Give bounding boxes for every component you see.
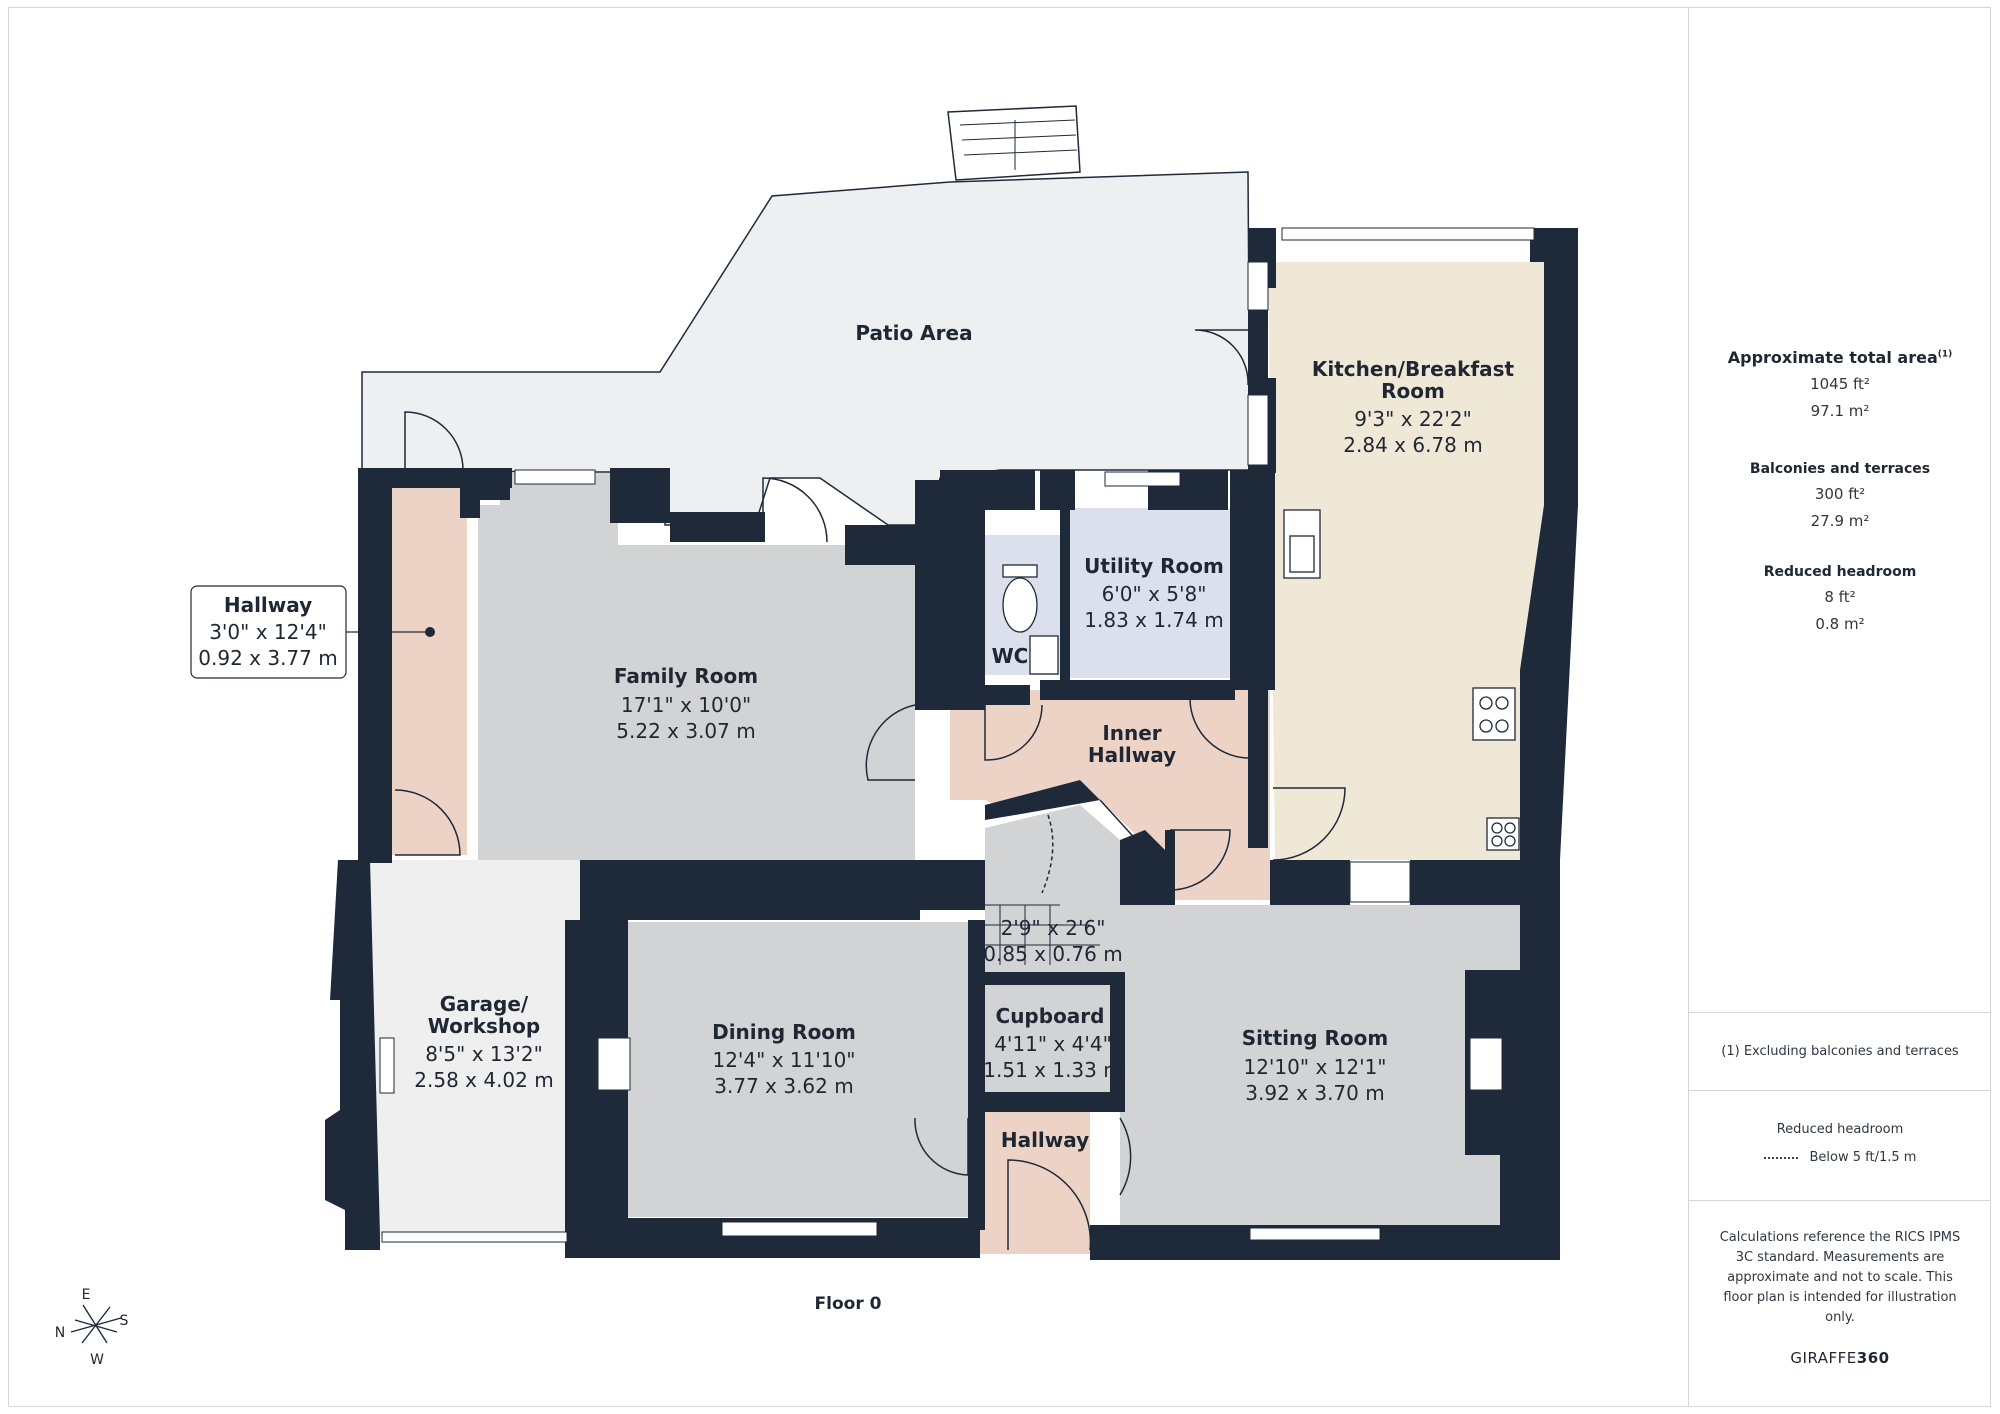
patio-steps — [947, 105, 1081, 181]
headroom-m: 0.8 m² — [1815, 615, 1865, 633]
total-area-ft: 1045 ft² — [1810, 375, 1870, 393]
family-room-dim-metric: 5.22 x 3.07 m — [616, 719, 755, 743]
legend-item: Below 5 ft/1.5 m — [1809, 1150, 1917, 1165]
hallway-leader-dot — [425, 627, 435, 637]
dining-room-name: Dining Room — [712, 1020, 856, 1044]
oven-icon — [1486, 817, 1520, 851]
compass-east: E — [82, 1287, 91, 1303]
disclaimer: Calculations reference the RICS IPMS 3C … — [1719, 1230, 1961, 1325]
inner-hallway-name-line1: Inner — [1102, 721, 1161, 745]
dining-room-dim-metric: 3.77 x 3.62 m — [714, 1074, 853, 1098]
hallway-left-name: Hallway — [224, 593, 312, 617]
balconies-block: Balconies and terraces 300 ft² 27.9 m² — [1689, 461, 1991, 535]
compass-west: W — [90, 1352, 104, 1368]
inner-hallway-name-line2: Hallway — [1088, 743, 1176, 767]
total-area-m: 97.1 m² — [1810, 402, 1870, 420]
garage-dim-metric: 2.58 x 4.02 m — [414, 1068, 553, 1092]
utility-room-dim-metric: 1.83 x 1.74 m — [1084, 608, 1223, 632]
legend-block: Reduced headroom Below 5 ft/1.5 m — [1689, 1120, 1991, 1168]
separator — [1689, 1200, 1991, 1201]
wc-sink-icon — [1029, 635, 1059, 675]
total-area-block: Approximate total area(1) 1045 ft² 97.1 … — [1689, 348, 1991, 425]
total-area-note-ref: (1) — [1937, 349, 1953, 360]
dining-room-dim-imperial: 12'4" x 11'10" — [712, 1048, 855, 1072]
garage-dim-imperial: 8'5" x 13'2" — [425, 1042, 543, 1066]
wc-name: WC — [992, 644, 1029, 668]
walls — [325, 228, 1578, 1260]
cupboard-name: Cupboard — [996, 1004, 1105, 1028]
kitchen-dim-imperial: 9'3" x 22'2" — [1354, 407, 1472, 431]
utility-room-name: Utility Room — [1084, 554, 1224, 578]
windows — [379, 227, 1535, 1243]
compass-north: N — [55, 1325, 65, 1341]
compass-south: S — [120, 1313, 129, 1329]
fixtures — [1002, 509, 1520, 851]
kitchen-name-line2: Room — [1381, 379, 1445, 403]
headroom-ft: 8 ft² — [1824, 588, 1856, 606]
hob-icon — [1472, 687, 1516, 741]
brand-logo: GIRAFFE360 — [1689, 1348, 1991, 1367]
stairs-dim-metric: 0.85 x 0.76 m — [983, 942, 1122, 966]
toilet-icon — [1002, 564, 1038, 578]
sitting-room-name: Sitting Room — [1242, 1026, 1388, 1050]
garage-name-line1: Garage/ — [440, 992, 529, 1016]
family-room-floor — [478, 473, 915, 860]
sitting-room-dim-metric: 3.92 x 3.70 m — [1245, 1081, 1384, 1105]
stairs-dim-imperial: 2'9" x 2'6" — [1001, 916, 1106, 940]
separator — [1689, 1090, 1991, 1091]
balconies-ft: 300 ft² — [1814, 485, 1866, 503]
hallway-left-dim-imperial: 3'0" x 12'4" — [209, 620, 327, 644]
compass-icon — [70, 1304, 122, 1344]
garage-name-line2: Workshop — [428, 1014, 540, 1038]
balconies-title: Balconies and terraces — [1749, 461, 1931, 477]
utility-room-floor — [1070, 508, 1230, 678]
footnote: (1) Excluding balconies and terraces — [1721, 1044, 1959, 1059]
utility-room-dim-imperial: 6'0" x 5'8" — [1102, 582, 1207, 606]
total-area-title: Approximate total area — [1727, 348, 1938, 367]
hallway-front-floor — [980, 1112, 1090, 1254]
hallway-left-dim-metric: 0.92 x 3.77 m — [198, 646, 337, 670]
sidebar: Approximate total area(1) 1045 ft² 97.1 … — [1688, 8, 1991, 1406]
cupboard-dim-imperial: 4'11" x 4'4" — [994, 1032, 1112, 1056]
kitchen-name-line1: Kitchen/Breakfast — [1312, 357, 1515, 381]
hallway-label-box — [190, 585, 347, 679]
sitting-room-dim-imperial: 12'10" x 12'1" — [1243, 1055, 1386, 1079]
dining-room-floor — [628, 922, 968, 1217]
stair-treads — [985, 904, 1100, 965]
cupboard-floor — [985, 985, 1110, 1095]
balconies-m: 27.9 m² — [1810, 512, 1870, 530]
brand-suffix: 360 — [1856, 1349, 1890, 1367]
hallway-front-name: Hallway — [1001, 1128, 1089, 1152]
floor-label: Floor 0 — [815, 1294, 882, 1314]
headroom-block: Reduced headroom 8 ft² 0.8 m² — [1689, 564, 1991, 638]
family-room-name: Family Room — [614, 664, 758, 688]
separator — [1689, 1012, 1991, 1013]
legend-title: Reduced headroom — [1776, 1122, 1904, 1137]
hallway-left-floor — [392, 485, 467, 855]
patio-name: Patio Area — [855, 321, 972, 345]
headroom-title: Reduced headroom — [1763, 564, 1917, 580]
garage-floor — [370, 860, 585, 1235]
page-frame — [8, 7, 1991, 1407]
family-room-dim-imperial: 17'1" x 10'0" — [621, 693, 751, 717]
brand-prefix: GIRAFFE — [1790, 1349, 1857, 1367]
cupboard-dim-metric: 1.51 x 1.33 m — [983, 1058, 1122, 1082]
dotted-line-icon — [1763, 1156, 1798, 1159]
kitchen-dim-metric: 2.84 x 6.78 m — [1343, 433, 1482, 457]
doors — [394, 329, 1346, 1251]
inner-hallway-floor — [950, 690, 1270, 900]
